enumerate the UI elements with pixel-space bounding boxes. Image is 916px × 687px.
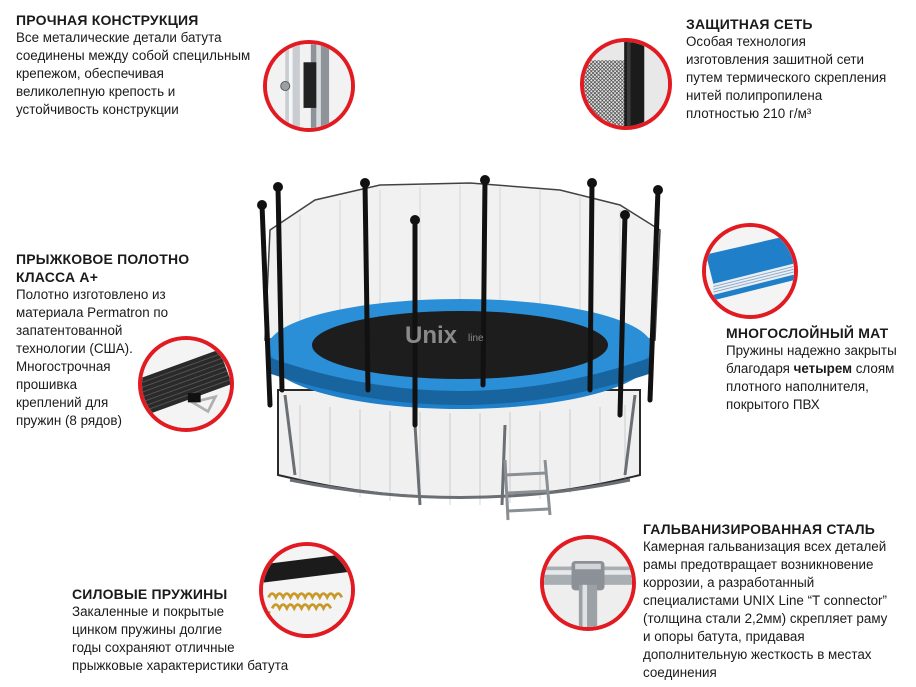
net-block: ЗАЩИТНАЯ СЕТЬ Особая технология изготовл… <box>686 15 906 123</box>
construction-block: ПРОЧНАЯ КОНСТРУКЦИЯ Все металические дет… <box>16 11 276 119</box>
t-connector-detail-image <box>540 535 636 631</box>
safety-net-detail-image <box>580 38 672 130</box>
steel-block: ГАЛЬВАНИЗИРОВАННАЯ СТАЛЬ Камерная гальва… <box>643 520 913 682</box>
multilayer-mat-text-before: Пружины надежно закрыты благодаря <box>726 343 897 376</box>
jumping-mat-text: Полотно изготовлено из материала Permatr… <box>16 287 169 428</box>
construction-title: ПРОЧНАЯ КОНСТРУКЦИЯ <box>16 12 199 28</box>
multilayer-mat-block: МНОГОСЛОЙНЫЙ МАТ Пружины надежно закрыты… <box>726 324 911 414</box>
multilayer-mat-text: Пружины надежно закрыты благодаря четыре… <box>726 342 911 414</box>
multilayer-mat-title: МНОГОСЛОЙНЫЙ МАТ <box>726 325 889 341</box>
net-text: Особая технология изготовления зашитной … <box>686 34 887 121</box>
multilayer-mat-text-after: слоям плотного наполнителя, покрытого ПВ… <box>726 361 895 412</box>
construction-text: Все металические детали батута соединены… <box>16 30 251 117</box>
multilayer-mat-detail-image <box>702 223 798 319</box>
jumping-mat-detail-image <box>138 336 234 432</box>
jumping-mat-title: ПРЫЖКОВОЕ ПОЛОТНО КЛАССА А+ <box>16 251 190 285</box>
logo-brand: Unix <box>405 322 458 349</box>
steel-text: Камерная гальванизация всех деталей рамы… <box>643 539 888 680</box>
trampoline-image: Unix line <box>257 175 663 521</box>
springs-text: Закаленные и покрытые цинком пружины дол… <box>72 604 289 673</box>
logo-suffix: line <box>468 333 484 344</box>
springs-detail-image <box>259 542 355 638</box>
multilayer-mat-text-bold: четырем <box>793 361 853 376</box>
springs-title: СИЛОВЫЕ ПРУЖИНЫ <box>72 586 228 602</box>
steel-title: ГАЛЬВАНИЗИРОВАННАЯ СТАЛЬ <box>643 521 875 537</box>
springs-block: СИЛОВЫЕ ПРУЖИНЫ Закаленные и покрытые ци… <box>72 585 322 675</box>
net-title: ЗАЩИТНАЯ СЕТЬ <box>686 16 813 32</box>
frame-pole-detail-image <box>263 40 355 132</box>
jumping-mat-block: ПРЫЖКОВОЕ ПОЛОТНО КЛАССА А+ Полотно изго… <box>16 250 216 430</box>
